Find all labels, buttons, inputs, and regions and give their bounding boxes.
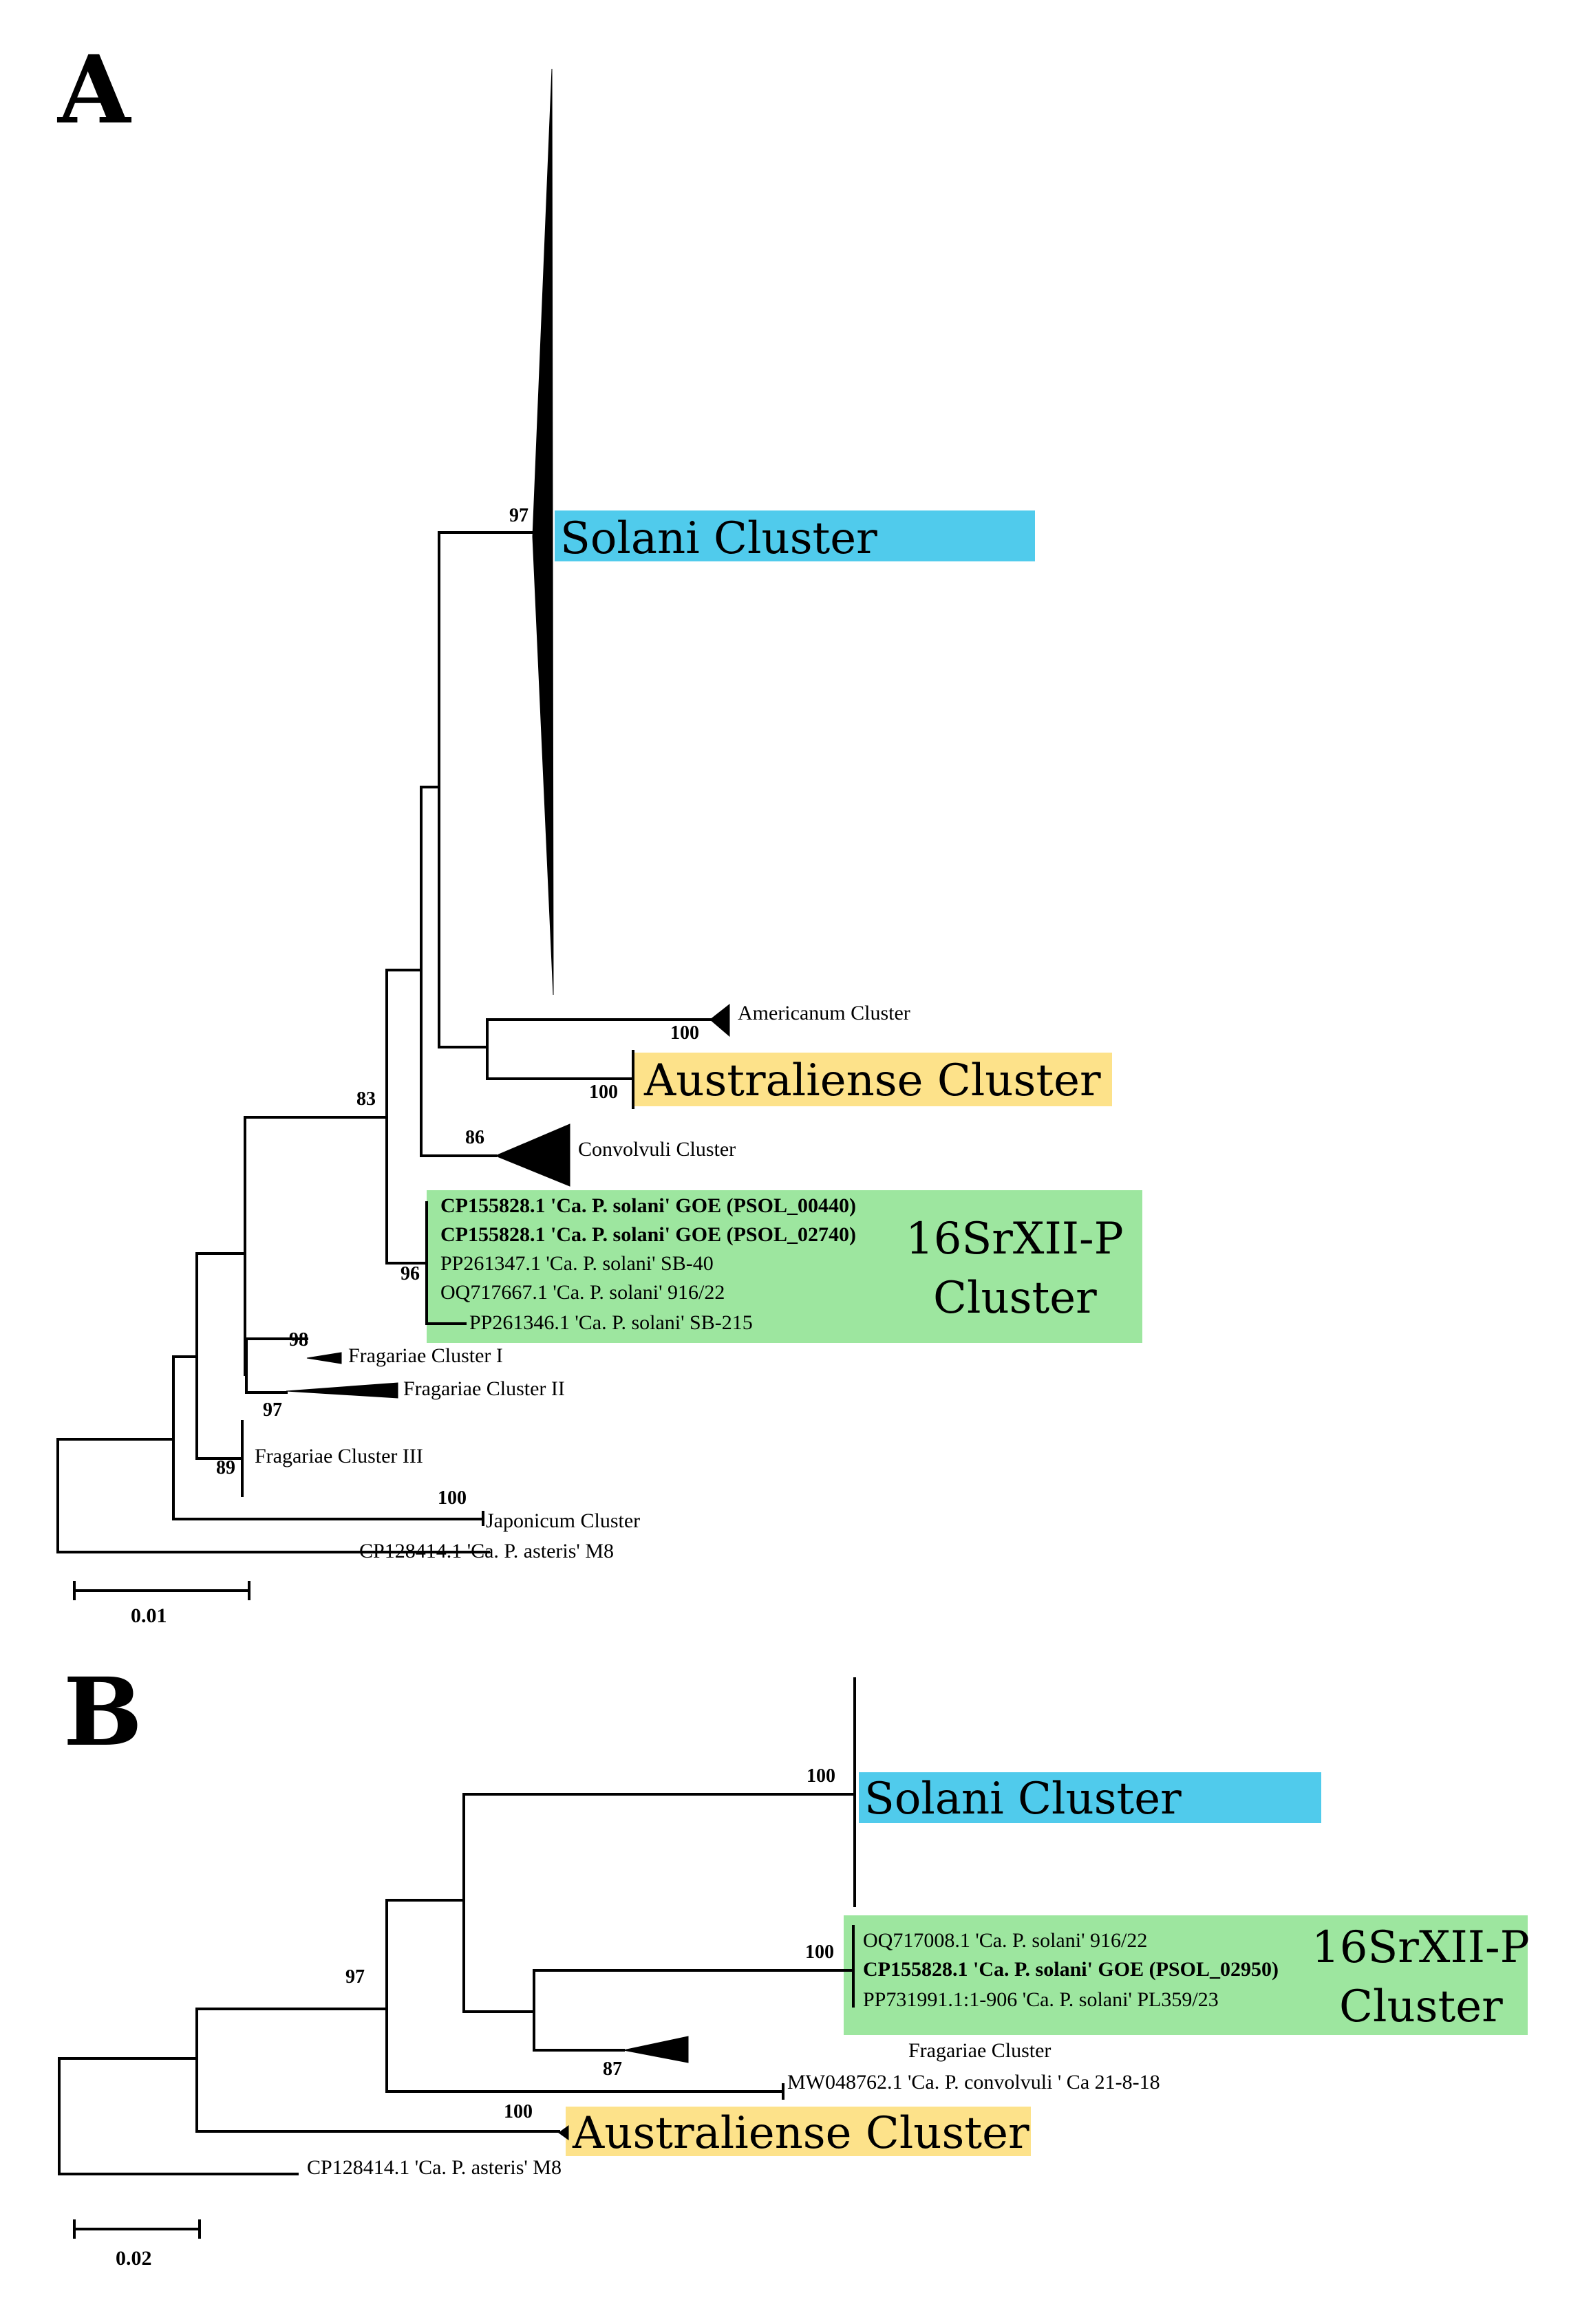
- tip-label: PP261347.1 'Ca. P. solani' SB-40: [440, 1252, 714, 1275]
- 16srxii-p-cluster-label-b-line1: 16SrXII-P: [1312, 1922, 1530, 1973]
- tip-label: PP261346.1 'Ca. P. solani' SB-215: [469, 1311, 753, 1334]
- solani-clade-triangle: [532, 68, 554, 996]
- australiense-cluster-highlight: [634, 1053, 1112, 1106]
- tip-label-asteris: CP128414.1 'Ca. P. asteris' M8: [359, 1540, 614, 1562]
- tip-label: PP731991.1:1-906 'Ca. P. solani' PL359/2…: [863, 1988, 1219, 2011]
- support-value: 100: [589, 1082, 618, 1103]
- 16srxii-p-cluster-label-line1: 16SrXII-P: [906, 1214, 1124, 1265]
- australiense-clade-triangle-b: [558, 2125, 569, 2140]
- panel-a: A Solani Cluster Americanum Cluste: [56, 35, 1142, 1627]
- support-value: 83: [356, 1088, 376, 1110]
- support-value: 100: [805, 1941, 834, 1963]
- 16srxii-p-cluster-label-line2: Cluster: [933, 1273, 1097, 1324]
- americanum-clade-triangle: [709, 1003, 730, 1037]
- panel-a-scale-label: 0.01: [131, 1604, 167, 1627]
- solani-cluster-label-b: Solani Cluster: [864, 1774, 1182, 1825]
- australiense-cluster-label: Australiense Cluster: [643, 1055, 1101, 1106]
- solani-cluster-highlight-b: [859, 1772, 1321, 1823]
- tip-label-convolvuli: MW048762.1 'Ca. P. convolvuli ' Ca 21-8-…: [787, 2071, 1160, 2094]
- 16srxii-p-cluster-highlight-b: [844, 1915, 1528, 2035]
- tip-label: OQ717008.1 'Ca. P. solani' 916/22: [863, 1929, 1147, 1952]
- support-value: 98: [289, 1329, 308, 1351]
- tip-label: CP155828.1 'Ca. P. solani' GOE (PSOL_004…: [440, 1194, 856, 1217]
- fragariae-1-cluster-label: Fragariae Cluster I: [348, 1344, 503, 1367]
- panel-a-label: A: [56, 35, 132, 145]
- panel-b-label: B: [63, 1657, 142, 1767]
- support-value: 100: [670, 1022, 699, 1044]
- 16srxii-p-cluster-label-b-line2: Cluster: [1339, 1981, 1503, 2032]
- panel-b: B Solani Cluster 16SrXII-P Cluster Fraga…: [58, 1657, 1530, 2270]
- tip-label: CP155828.1 'Ca. P. solani' GOE (PSOL_029…: [863, 1958, 1279, 1981]
- panel-a-branches: [56, 531, 712, 1553]
- support-value: 100: [807, 1765, 835, 1787]
- solani-cluster-highlight: [555, 510, 1035, 561]
- australiense-cluster-label-b: Australiense Cluster: [572, 2108, 1029, 2159]
- australiense-cluster-highlight-b: [566, 2107, 1031, 2156]
- support-value: 86: [465, 1127, 484, 1148]
- fragariae-3-cluster-label: Fragariae Cluster III: [255, 1445, 423, 1467]
- fragariae-1-clade-triangle: [306, 1352, 342, 1364]
- fragariae-cluster-label-b: Fragariae Cluster: [908, 2039, 1051, 2062]
- fragariae-2-clade-triangle: [286, 1382, 398, 1399]
- tip-label-asteris-b: CP128414.1 'Ca. P. asteris' M8: [307, 2156, 562, 2179]
- solani-cluster-label: Solani Cluster: [560, 513, 877, 564]
- fragariae-2-cluster-label: Fragariae Cluster II: [403, 1377, 565, 1400]
- support-value: 100: [438, 1487, 467, 1509]
- support-value: 97: [263, 1399, 282, 1421]
- convolvuli-clade-triangle: [494, 1123, 570, 1187]
- panel-b-scale-bar: [73, 2219, 201, 2239]
- panel-a-scale-bar: [73, 1581, 250, 1600]
- convolvuli-cluster-label: Convolvuli Cluster: [578, 1138, 736, 1161]
- 16srxii-p-cluster-highlight: [427, 1190, 1142, 1343]
- tip-label: OQ717667.1 'Ca. P. solani' 916/22: [440, 1281, 725, 1304]
- tip-label: CP155828.1 'Ca. P. solani' GOE (PSOL_027…: [440, 1223, 856, 1246]
- support-value: 96: [401, 1263, 420, 1284]
- support-value: 100: [504, 2101, 533, 2122]
- japonicum-cluster-label: Japonicum Cluster: [486, 1509, 640, 1532]
- support-value: 97: [509, 505, 529, 526]
- support-value: 97: [345, 1966, 365, 1988]
- fragariae-clade-triangle-b: [623, 2036, 689, 2063]
- support-value: 87: [603, 2058, 622, 2080]
- support-value: 89: [216, 1457, 235, 1478]
- panel-b-scale-label: 0.02: [116, 2247, 152, 2270]
- panel-b-branches: [58, 1677, 856, 2175]
- americanum-cluster-label: Americanum Cluster: [738, 1002, 910, 1024]
